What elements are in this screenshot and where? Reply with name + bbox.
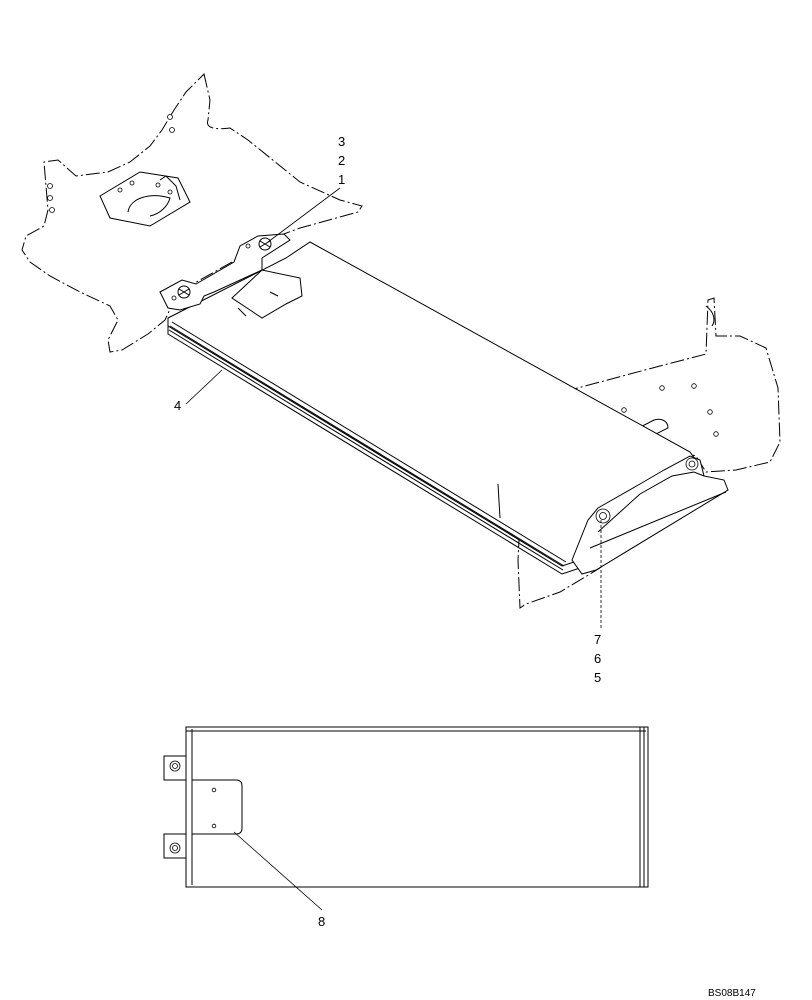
callout-8: 8 bbox=[318, 914, 325, 929]
hinge-bracket bbox=[571, 455, 729, 575]
callout-5: 5 bbox=[594, 670, 601, 685]
callout-group-upper: 3 2 1 4 bbox=[174, 134, 345, 413]
callout-2: 2 bbox=[338, 153, 345, 168]
detail-view-panel: 8 bbox=[163, 726, 649, 929]
callout-4: 4 bbox=[174, 398, 181, 413]
upper-mount-bracket bbox=[159, 233, 291, 311]
callout-group-hinge: 7 6 5 bbox=[594, 520, 602, 685]
left-frame-plate bbox=[21, 73, 363, 353]
bolt-icon bbox=[258, 237, 272, 251]
callout-6: 6 bbox=[594, 651, 601, 666]
callout-1: 1 bbox=[338, 172, 345, 187]
callout-3: 3 bbox=[338, 134, 345, 149]
drawing-reference: BS08B147 bbox=[708, 988, 756, 999]
callout-7: 7 bbox=[594, 632, 601, 647]
bolt-icon bbox=[177, 285, 191, 299]
